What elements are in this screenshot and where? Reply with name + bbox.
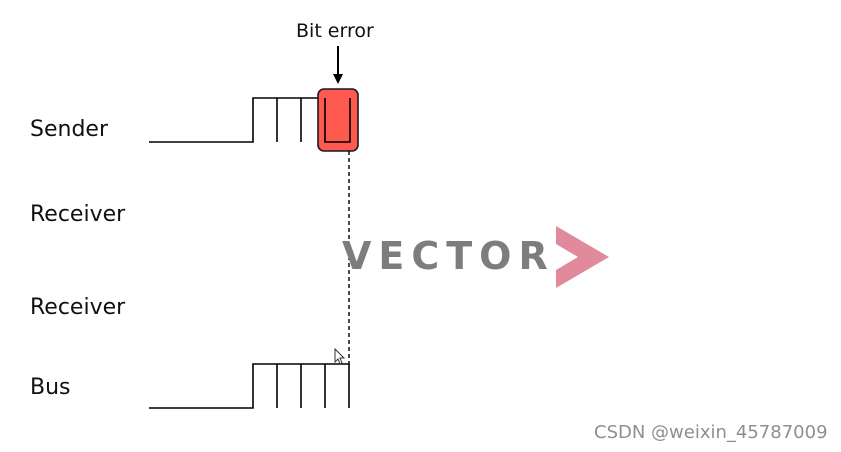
vector-logo-text: VECTOR [342,234,555,278]
row-label-bus: Bus [30,375,71,400]
bit-error-highlight [317,88,359,152]
csdn-watermark: CSDN @weixin_45787009 [594,422,828,443]
bit-error-arrow-head [333,74,343,84]
bus-waveform [149,363,350,409]
vector-logo-chevron-icon [556,226,609,288]
row-label-sender: Sender [30,117,108,142]
bus-signal-line [149,363,350,409]
bit-error-label: Bit error [296,20,374,42]
row-label-receiver-1: Receiver [30,202,126,227]
mouse-cursor-icon [334,347,346,365]
row-label-receiver-2: Receiver [30,295,126,320]
sender-error-bit-signal [324,98,351,143]
